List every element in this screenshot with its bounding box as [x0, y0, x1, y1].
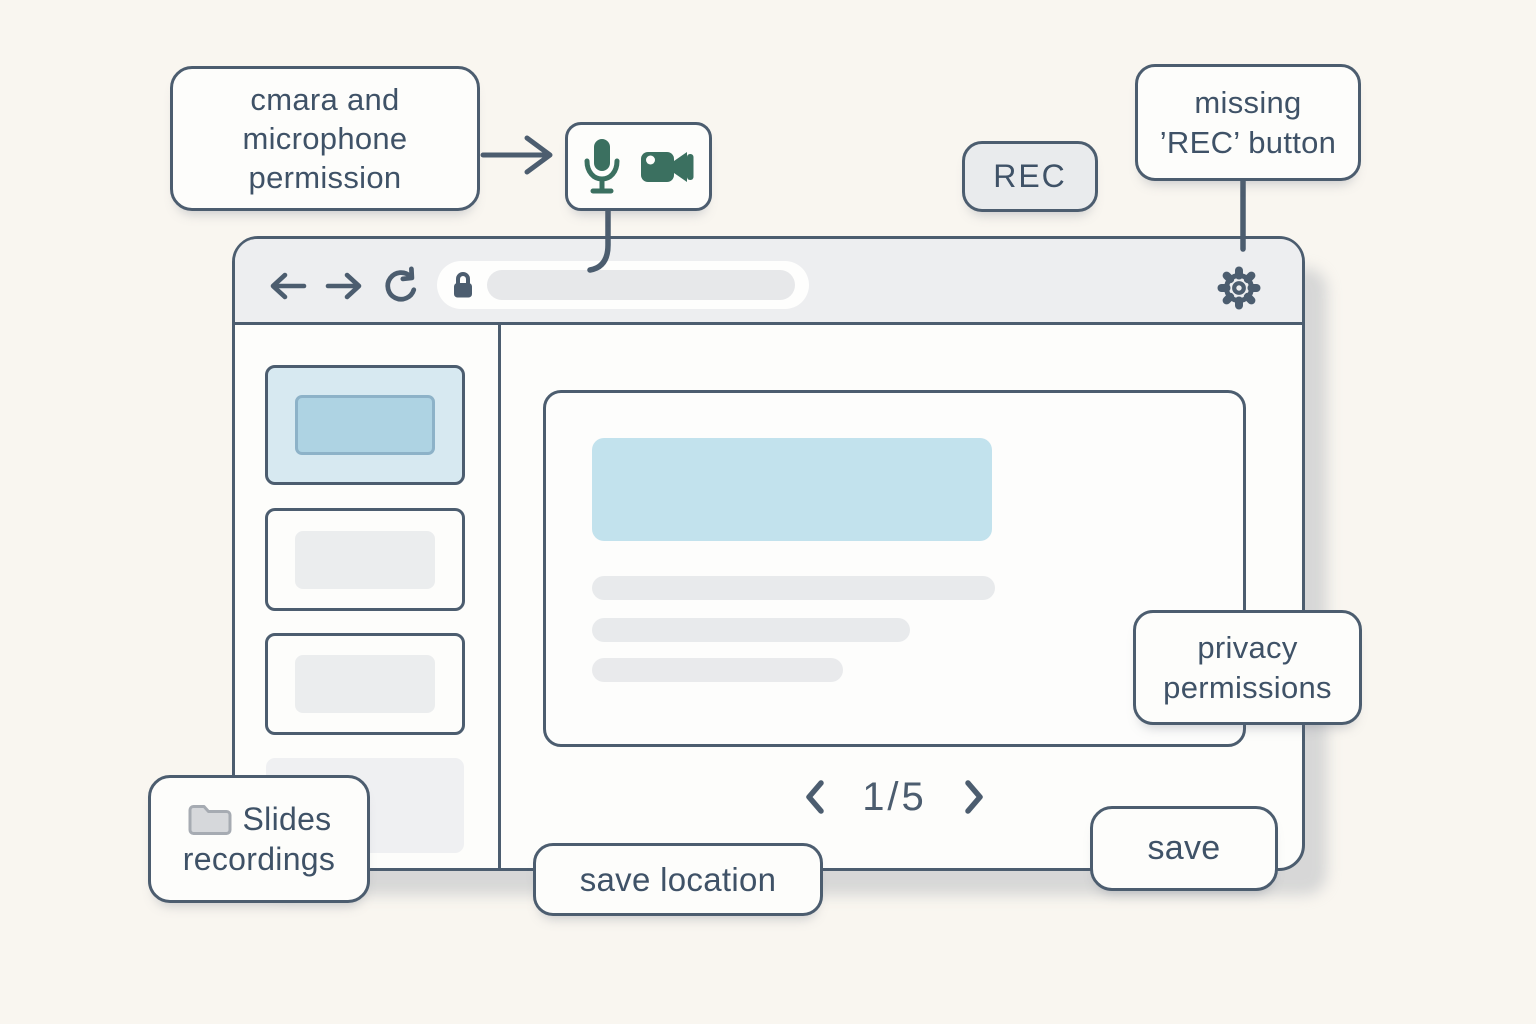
callout-text: ’REC’ button — [1159, 124, 1337, 160]
rec-button-label: REC — [993, 158, 1067, 195]
thumbnail-content-block — [295, 530, 435, 589]
chevron-right-icon[interactable] — [963, 778, 985, 816]
missing-rec-button-callout: missing ’REC’ button — [1135, 64, 1361, 181]
microphone-icon — [584, 138, 620, 193]
thumbnail-content-block — [295, 395, 435, 455]
permission-icons-box — [565, 122, 712, 211]
address-field[interactable] — [487, 270, 795, 300]
settings-button[interactable] — [1215, 264, 1263, 312]
address-bar[interactable] — [437, 261, 809, 309]
lock-icon — [454, 272, 472, 298]
gear-icon — [1217, 266, 1261, 310]
slide-thumbnail-2[interactable] — [265, 508, 465, 611]
callout-text: save — [1147, 829, 1221, 868]
slide-preview-panel — [543, 390, 1246, 747]
browser-toolbar — [235, 239, 1302, 325]
callout-text: missing — [1194, 85, 1302, 121]
slide-text-placeholder — [592, 618, 910, 642]
callout-text: Slides — [242, 800, 332, 837]
arrowhead — [524, 135, 553, 175]
slide-title-placeholder — [592, 438, 992, 541]
page-counter: 1/5 — [862, 774, 927, 819]
video-camera-icon — [641, 151, 694, 182]
callout-text: privacy — [1197, 630, 1298, 666]
callout-text: microphone — [242, 120, 408, 156]
chevron-left-icon[interactable] — [804, 778, 826, 816]
folder-icon — [188, 804, 232, 835]
save-location-callout: save location — [533, 843, 823, 916]
slides-recordings-callout: Slides recordings — [148, 775, 370, 903]
slide-pagination: 1/5 — [543, 774, 1246, 820]
back-button[interactable] — [269, 266, 307, 306]
slide-text-placeholder — [592, 658, 843, 682]
callout-text: save location — [579, 860, 777, 898]
callout-text: recordings — [182, 841, 336, 877]
back-arrow-icon — [270, 272, 307, 300]
save-callout: save — [1090, 806, 1278, 891]
forward-arrow-icon — [325, 272, 362, 300]
slide-main-area: 1/5 — [504, 325, 1302, 868]
slide-thumbnail-sidebar — [235, 325, 501, 868]
rec-button-mock: REC — [962, 141, 1098, 212]
slide-thumbnail-3[interactable] — [265, 633, 465, 735]
forward-button[interactable] — [325, 266, 363, 306]
reload-icon — [385, 266, 417, 302]
slide-thumbnail-1-active[interactable] — [265, 365, 465, 485]
callout-text: cmara and — [250, 81, 400, 117]
reload-button[interactable] — [381, 266, 419, 306]
callout-text: permissions — [1163, 669, 1332, 705]
thumbnail-content-block — [295, 655, 435, 713]
camera-mic-permission-callout: cmara and microphone permission — [170, 66, 480, 211]
privacy-permissions-callout: privacy permissions — [1133, 610, 1362, 725]
browser-window: 1/5 — [232, 236, 1305, 871]
slide-text-placeholder — [592, 576, 995, 600]
callout-text: permission — [248, 160, 402, 196]
